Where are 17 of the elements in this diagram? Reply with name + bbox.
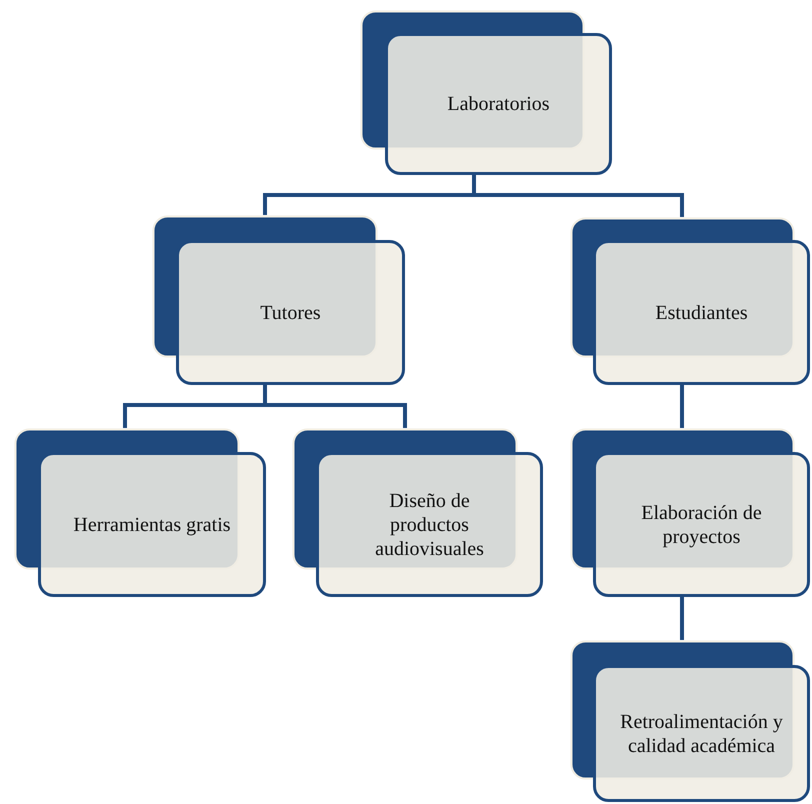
- stacked-box: [570, 217, 810, 385]
- stacked-box: [152, 215, 405, 385]
- node-label: Diseño de productos audiovisuales: [374, 488, 485, 560]
- node-label: Laboratorios: [447, 92, 550, 116]
- connector-line: [472, 174, 684, 217]
- node-label: Retroalimentación y calidad académica: [619, 710, 784, 758]
- connector-line: [680, 384, 684, 428]
- connector-line: [680, 596, 684, 640]
- node-label: Elaboración de proyectos: [640, 500, 763, 548]
- stacked-box: [360, 10, 612, 175]
- stacked-box: [292, 428, 543, 597]
- stacked-box: [570, 428, 810, 597]
- node-label: Estudiantes: [655, 300, 748, 324]
- node-label: Herramientas gratis: [73, 512, 231, 536]
- node-label: Tutores: [260, 300, 321, 324]
- stacked-box: [570, 640, 810, 802]
- stacked-box: [14, 428, 266, 597]
